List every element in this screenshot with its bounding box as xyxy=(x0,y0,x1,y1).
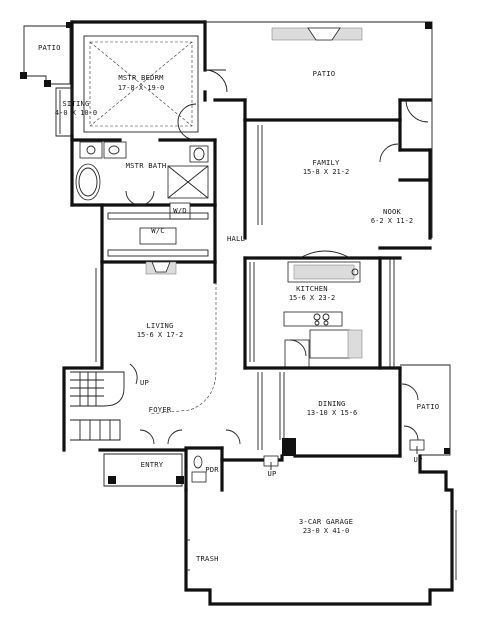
room-dims-dining: 13-10 X 15-6 xyxy=(307,409,358,417)
room-label-trash: TRASH xyxy=(196,554,219,563)
room-label-living: LIVING xyxy=(146,321,173,330)
room-label-patio-top: PATIO xyxy=(313,69,336,78)
garage-up-label-2: UP xyxy=(413,455,422,464)
room-label-wd: W/D xyxy=(173,206,187,215)
entry-pdr-area xyxy=(98,446,224,492)
hall-walls xyxy=(177,69,402,240)
garage-area xyxy=(184,439,457,606)
family-nook-walls xyxy=(257,98,432,250)
room-label-hall: HALL xyxy=(227,234,245,243)
room-label-entry: ENTRY xyxy=(141,460,164,469)
living-area xyxy=(95,260,217,415)
room-label-wic: W/C xyxy=(151,226,165,235)
room-label-kitchen: KITCHEN xyxy=(296,284,328,293)
room-label-foyer: FOYER xyxy=(149,405,172,414)
room-label-dining: DINING xyxy=(318,399,345,408)
room-label-nook: NOOK xyxy=(383,207,402,216)
room-label-mstr-bath: MSTR BATH xyxy=(126,161,167,170)
garage-up-label-1: UP xyxy=(267,469,276,478)
room-dims-kitchen: 15-6 X 23-2 xyxy=(289,294,335,302)
room-dims-nook: 6-2 X 11-2 xyxy=(371,217,413,225)
kitchen-area xyxy=(243,250,402,370)
room-dims-garage: 23-0 X 41-0 xyxy=(303,527,349,535)
patio-top-area xyxy=(205,21,433,238)
room-label-garage: 3-CAR GARAGE xyxy=(299,517,353,526)
room-dims-mstr-bedrm: 17-8 X 19-0 xyxy=(118,84,164,92)
room-dims-family: 15-8 X 21-2 xyxy=(303,168,349,176)
stair-up-label: UP xyxy=(140,378,149,387)
room-label-patio-east: PATIO xyxy=(417,402,440,411)
room-label-patio-nw: PATIO xyxy=(38,43,61,52)
room-label-pdr: PDR xyxy=(205,465,219,474)
patio-nw-area xyxy=(20,22,72,87)
room-dims-living: 15-6 X 17-2 xyxy=(137,331,183,339)
room-label-family: FAMILY xyxy=(312,158,340,167)
room-dims-siting: 4-0 X 10-0 xyxy=(55,109,97,117)
dining-area xyxy=(243,364,451,458)
room-label-siting: SITING xyxy=(62,99,89,108)
stair-foyer-area xyxy=(62,363,241,452)
room-label-mstr-bedrm: MSTR BEDRM xyxy=(118,73,164,82)
master-bath-area xyxy=(70,134,217,207)
